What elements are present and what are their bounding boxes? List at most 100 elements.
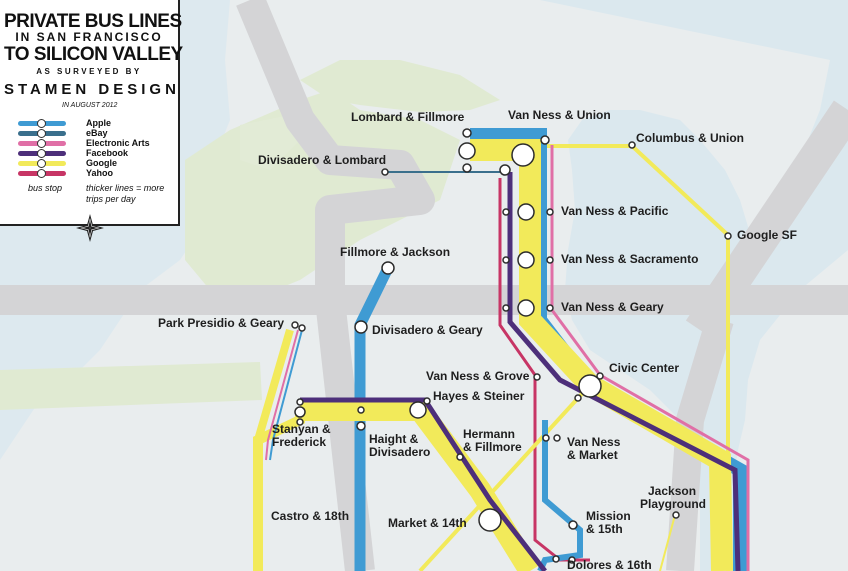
label-stanyan-frederick-line1: Stanyan &	[272, 422, 331, 436]
stop-van-ness-geary-b[interactable]	[517, 299, 535, 317]
legend-label-google: Google	[86, 158, 117, 168]
label-mission-15th-line1: Mission	[586, 509, 631, 523]
label-divisadero-geary: Divisadero & Geary	[372, 323, 483, 337]
stop-divisadero-lombard[interactable]	[381, 168, 389, 176]
label-castro-18th: Castro & 18th	[271, 509, 349, 523]
label-dolores-16th: Dolores & 16th	[567, 558, 652, 571]
stop-dolores-16th-b[interactable]	[568, 556, 576, 564]
label-lombard-fillmore: Lombard & Fillmore	[351, 110, 465, 124]
stop-van-ness-union-c[interactable]	[499, 164, 511, 176]
stop-van-ness-sacramento-c[interactable]	[546, 256, 554, 264]
legend-stop-marker	[37, 119, 46, 128]
stop-van-ness-pacific-a[interactable]	[502, 208, 510, 216]
legend-item-electronic-arts: Electronic Arts	[18, 138, 168, 149]
legend-item-apple: Apple	[18, 118, 168, 129]
stop-stanyan-c[interactable]	[296, 418, 304, 426]
stop-haight-b[interactable]	[356, 421, 366, 431]
label-jackson-playground-line1: Jackson	[648, 484, 696, 498]
label-google-sf: Google SF	[737, 228, 797, 242]
stop-dolores-16th-a[interactable]	[552, 555, 560, 563]
stop-mission-15th[interactable]	[568, 520, 578, 530]
route-apple-mission	[537, 420, 583, 571]
label-haight-divisadero-line2: Divisadero	[369, 445, 430, 459]
highway-bridge	[685, 100, 848, 340]
stop-park-presidio-b[interactable]	[298, 324, 306, 332]
stop-van-ness-pacific-c[interactable]	[546, 208, 554, 216]
stop-hayes-steiner-b[interactable]	[423, 397, 431, 405]
route-google-park-presidio	[254, 328, 294, 442]
stop-van-ness-sacramento-a[interactable]	[502, 256, 510, 264]
legend-item-yahoo: Yahoo	[18, 168, 168, 179]
stop-civic-center-b[interactable]	[574, 394, 582, 402]
stop-haight-a[interactable]	[357, 406, 365, 414]
route-google-civic-diagonal	[418, 383, 592, 571]
title-line-1: PRIVATE BUS LINES	[4, 11, 182, 32]
title-line-2: IN SAN FRANCISCO	[15, 30, 163, 44]
legend-label-electronic-arts: Electronic Arts	[86, 138, 150, 148]
label-hermann-fillmore-line2: & Fillmore	[463, 440, 522, 454]
stop-fillmore-jackson[interactable]	[381, 261, 395, 275]
legend-thickness-note: thicker lines = more trips per day	[86, 183, 165, 204]
stop-civic-center-a[interactable]	[578, 374, 602, 398]
stop-van-ness-geary-c[interactable]	[546, 304, 554, 312]
map-legend: PRIVATE BUS LINES IN SAN FRANCISCO TO SI…	[0, 0, 183, 242]
legend-stop-marker	[37, 159, 46, 168]
label-haight-divisadero-line1: Haight &	[369, 432, 419, 446]
stop-columbus-union[interactable]	[628, 141, 636, 149]
label-van-ness-union: Van Ness & Union	[508, 108, 611, 122]
stop-lombard-fillmore-c[interactable]	[462, 163, 472, 173]
label-hermann-fillmore-line1: Hermann	[463, 427, 515, 441]
ocean-water	[0, 0, 230, 460]
stop-lombard-fillmore-a[interactable]	[462, 128, 472, 138]
stop-market-14th[interactable]	[478, 508, 502, 532]
label-divisadero-lombard: Divisadero & Lombard	[258, 153, 386, 167]
stop-labels: Lombard & Fillmore Van Ness & Union Colu…	[158, 108, 797, 571]
bus-stops	[291, 128, 732, 564]
stop-van-ness-market-a[interactable]	[542, 434, 550, 442]
label-market-14th: Market & 14th	[388, 516, 467, 530]
label-stanyan-frederick-line2: Frederick	[272, 435, 326, 449]
label-van-ness-geary: Van Ness & Geary	[561, 300, 664, 314]
stop-park-presidio-a[interactable]	[291, 321, 299, 329]
stop-lombard-fillmore-b[interactable]	[458, 142, 476, 160]
legend-label-ebay: eBay	[86, 128, 108, 138]
stop-van-ness-geary-a[interactable]	[502, 304, 510, 312]
label-columbus-union: Columbus & Union	[636, 131, 744, 145]
stop-van-ness-union-b[interactable]	[511, 143, 535, 167]
stop-hermann-fillmore[interactable]	[456, 453, 464, 461]
legend-stop-marker	[37, 169, 46, 178]
stop-civic-center-c[interactable]	[596, 372, 604, 380]
title-line-3: TO SILICON VALLEY	[4, 44, 183, 65]
stop-google-sf[interactable]	[724, 232, 732, 240]
route-facebook-hayes	[300, 397, 547, 571]
route-facebook-trunk	[507, 172, 741, 571]
label-mission-15th-line2: & 15th	[586, 522, 623, 536]
label-jackson-playground-line2: Playground	[640, 497, 706, 511]
stop-van-ness-grove[interactable]	[533, 373, 541, 381]
label-fillmore-jackson: Fillmore & Jackson	[340, 245, 450, 259]
label-hayes-steiner: Hayes & Steiner	[433, 389, 525, 403]
author: STAMEN DESIGN	[4, 81, 180, 98]
legend-bus-stop-note: bus stop	[28, 183, 63, 193]
legend-stop-marker	[37, 129, 46, 138]
highway-280	[666, 315, 734, 571]
stop-stanyan-a[interactable]	[296, 398, 304, 406]
stop-stanyan-b[interactable]	[294, 406, 306, 418]
golden-gate-park	[0, 362, 262, 410]
legend-label-facebook: Facebook	[86, 148, 129, 158]
compass-rose-icon	[76, 214, 104, 242]
route-google-jackson	[659, 514, 676, 571]
route-ea-park-presidio	[265, 329, 299, 461]
legend-item-facebook: Facebook	[18, 148, 168, 159]
stop-van-ness-pacific-b[interactable]	[517, 203, 535, 221]
stop-jackson-playground[interactable]	[672, 511, 680, 519]
stop-van-ness-union-a[interactable]	[540, 135, 550, 145]
label-van-ness-pacific: Van Ness & Pacific	[561, 204, 669, 218]
legend-label-yahoo: Yahoo	[86, 168, 114, 178]
stop-divisadero-geary[interactable]	[354, 320, 368, 334]
stop-van-ness-sacramento-b[interactable]	[517, 251, 535, 269]
stop-van-ness-market-b[interactable]	[553, 434, 561, 442]
stop-hayes-steiner-a[interactable]	[409, 401, 427, 419]
marina-park	[300, 60, 500, 112]
